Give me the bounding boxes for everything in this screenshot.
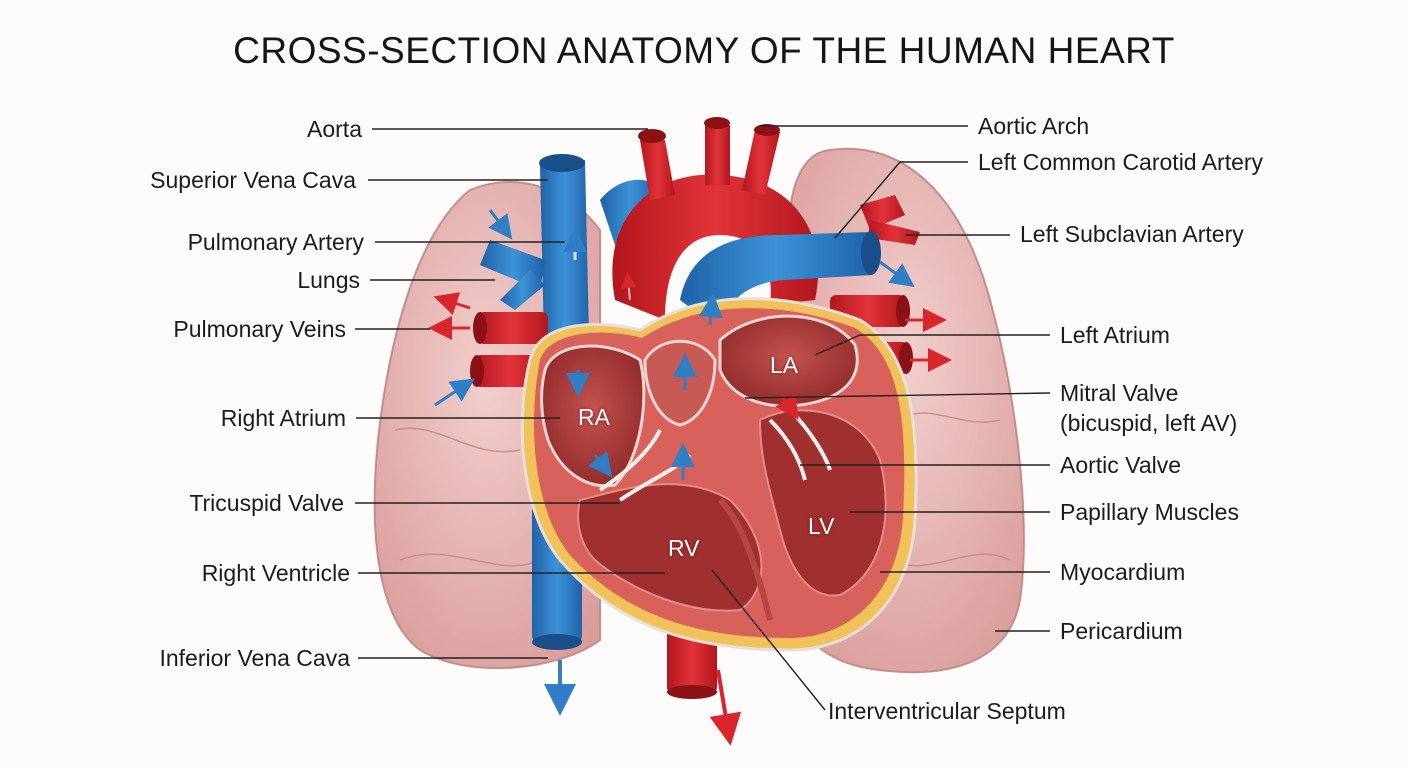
label-pericardium: Pericardium (1060, 618, 1183, 644)
label-left-subclavian-artery: Left Subclavian Artery (1020, 221, 1244, 247)
label-myocardium: Myocardium (1060, 559, 1186, 585)
left-atrium-chamber (718, 314, 859, 408)
chamber-label-ra: RA (578, 404, 610, 430)
chamber-label-rv: RV (668, 535, 700, 561)
label-pulmonary-veins: Pulmonary Veins (173, 316, 346, 342)
label-aortic-arch: Aortic Arch (978, 113, 1090, 139)
label-left-atrium: Left Atrium (1060, 322, 1170, 348)
label-superior-vena-cava: Superior Vena Cava (150, 167, 356, 193)
label-pulmonary-artery: Pulmonary Artery (187, 229, 364, 255)
label-right-ventricle: Right Ventricle (201, 560, 350, 586)
label-papillary-muscles: Papillary Muscles (1060, 499, 1239, 525)
label-aortic-valve: Aortic Valve (1060, 452, 1182, 478)
chamber-label-la: LA (770, 352, 799, 378)
label-mitral-valve: Mitral Valve (1060, 380, 1179, 406)
label-lungs: Lungs (297, 267, 360, 293)
label-mitral-valve-detail: (bicuspid, left AV) (1060, 410, 1238, 436)
right-ventricle-chamber (577, 483, 763, 612)
aortic-arch-vessel (612, 174, 819, 320)
label-left-common-carotid-artery: Left Common Carotid Artery (978, 149, 1264, 175)
label-right-atrium: Right Atrium (220, 405, 346, 431)
chamber-label-lv: LV (808, 513, 835, 539)
left-ventricle-chamber (758, 409, 887, 597)
page-title: CROSS-SECTION ANATOMY OF THE HUMAN HEART (233, 30, 1175, 71)
label-inferior-vena-cava: Inferior Vena Cava (159, 645, 350, 671)
label-tricuspid-valve: Tricuspid Valve (189, 490, 344, 516)
label-aorta: Aorta (307, 116, 362, 142)
leader-lines (355, 125, 1051, 711)
label-interventricular-septum: Interventricular Septum (828, 698, 1066, 724)
